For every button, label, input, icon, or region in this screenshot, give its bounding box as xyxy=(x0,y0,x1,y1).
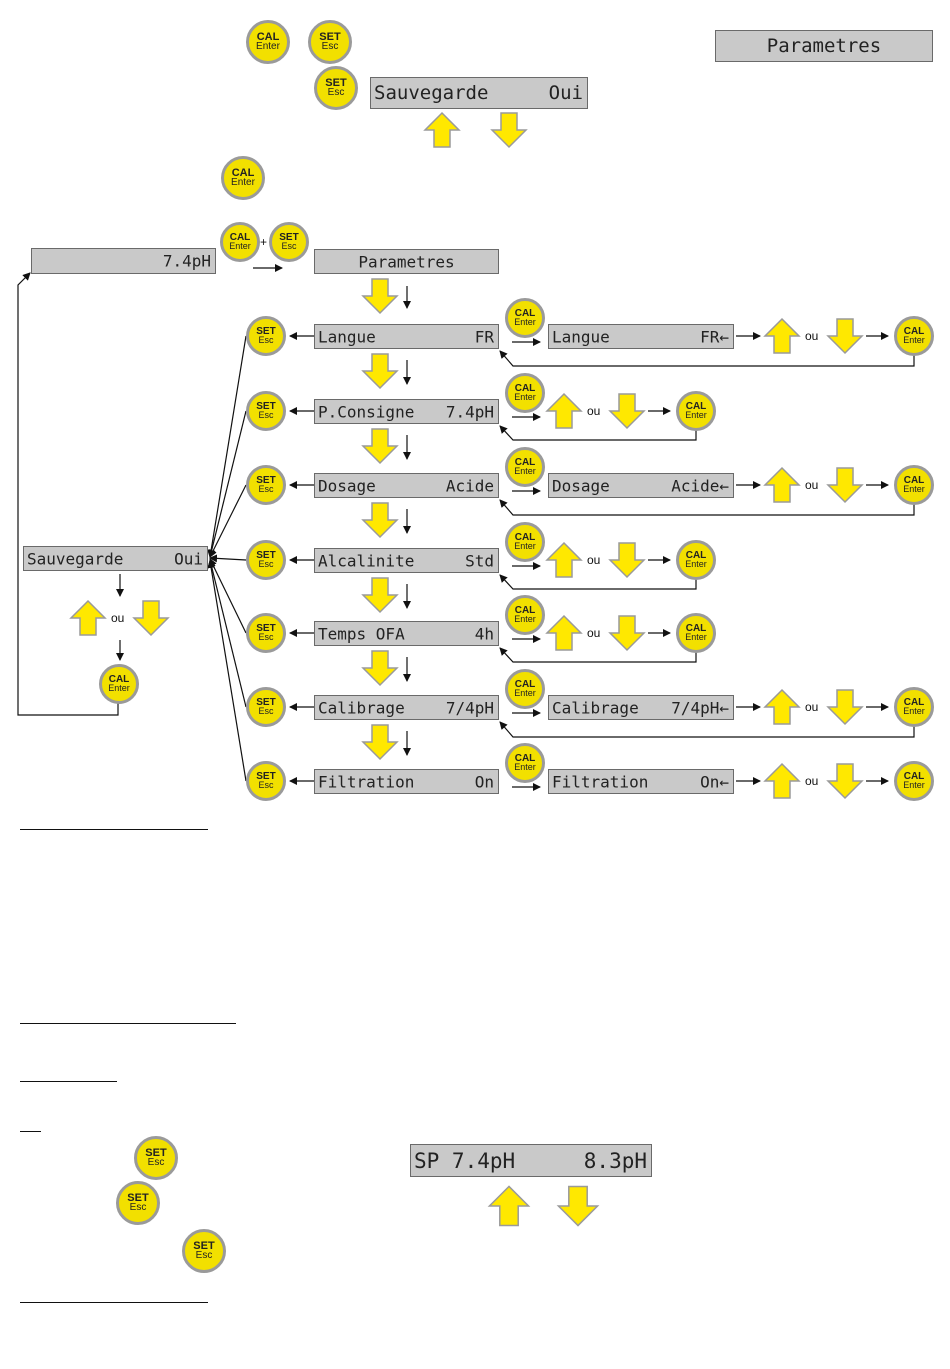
section-underline-1 xyxy=(20,829,208,830)
down-arrow-edit-row-1[interactable] xyxy=(826,318,864,355)
menu-title-display: Parametres xyxy=(314,249,499,274)
down-arrow-row-3[interactable] xyxy=(361,502,399,539)
down-arrow-edit-row-4[interactable] xyxy=(608,542,646,579)
up-arrow-row-1[interactable] xyxy=(763,317,801,354)
up-arrow-row-7[interactable] xyxy=(763,762,801,799)
down-arrow-row-4[interactable] xyxy=(361,577,399,614)
down-arrow-row-2[interactable] xyxy=(361,428,399,465)
down-arrow-edit-row-6[interactable] xyxy=(826,689,864,726)
ou-label-row-4: ou xyxy=(587,553,601,567)
ou-label-row-2: ou xyxy=(587,404,601,418)
section-underline-3 xyxy=(20,1081,117,1082)
down-arrow-row-5[interactable] xyxy=(361,650,399,687)
ou-label-row-6: ou xyxy=(805,700,819,714)
down-arrow-edit-row-7[interactable] xyxy=(826,763,864,800)
down-arrow-top[interactable] xyxy=(490,112,528,149)
ou-label-row-7: ou xyxy=(805,774,819,788)
up-arrow-top[interactable] xyxy=(423,111,461,148)
down-arrow-save[interactable] xyxy=(132,600,170,637)
down-arrow-edit-row-3[interactable] xyxy=(826,467,864,504)
down-arrow-bottom[interactable] xyxy=(556,1185,600,1227)
up-arrow-row-6[interactable] xyxy=(763,688,801,725)
down-arrow-row-6[interactable] xyxy=(361,724,399,761)
up-arrow-save[interactable] xyxy=(69,599,107,636)
yellow-arrows xyxy=(69,111,864,1227)
plus-sign: + xyxy=(260,235,268,249)
down-arrow-edit-row-5[interactable] xyxy=(608,615,646,652)
up-arrow-row-4[interactable] xyxy=(545,541,583,578)
ou-label-save: ou xyxy=(111,611,125,625)
main-ph-display: 7.4pH xyxy=(31,248,216,274)
up-arrow-row-3[interactable] xyxy=(763,466,801,503)
down-arrow-row-1[interactable] xyxy=(361,353,399,390)
down-arrow-menu-title[interactable] xyxy=(361,278,399,315)
ou-label-row-5: ou xyxy=(587,626,601,640)
parametres-header-display: Parametres xyxy=(715,30,933,62)
up-arrow-row-5[interactable] xyxy=(545,614,583,651)
up-arrow-bottom[interactable] xyxy=(487,1185,531,1227)
down-arrow-edit-row-2[interactable] xyxy=(608,393,646,430)
up-arrow-row-2[interactable] xyxy=(545,392,583,429)
ou-label-row-1: ou xyxy=(805,329,819,343)
section-underline-4 xyxy=(20,1131,41,1132)
section-underline-2 xyxy=(20,1023,236,1024)
section-underline-5 xyxy=(20,1302,208,1303)
ou-label-row-3: ou xyxy=(805,478,819,492)
